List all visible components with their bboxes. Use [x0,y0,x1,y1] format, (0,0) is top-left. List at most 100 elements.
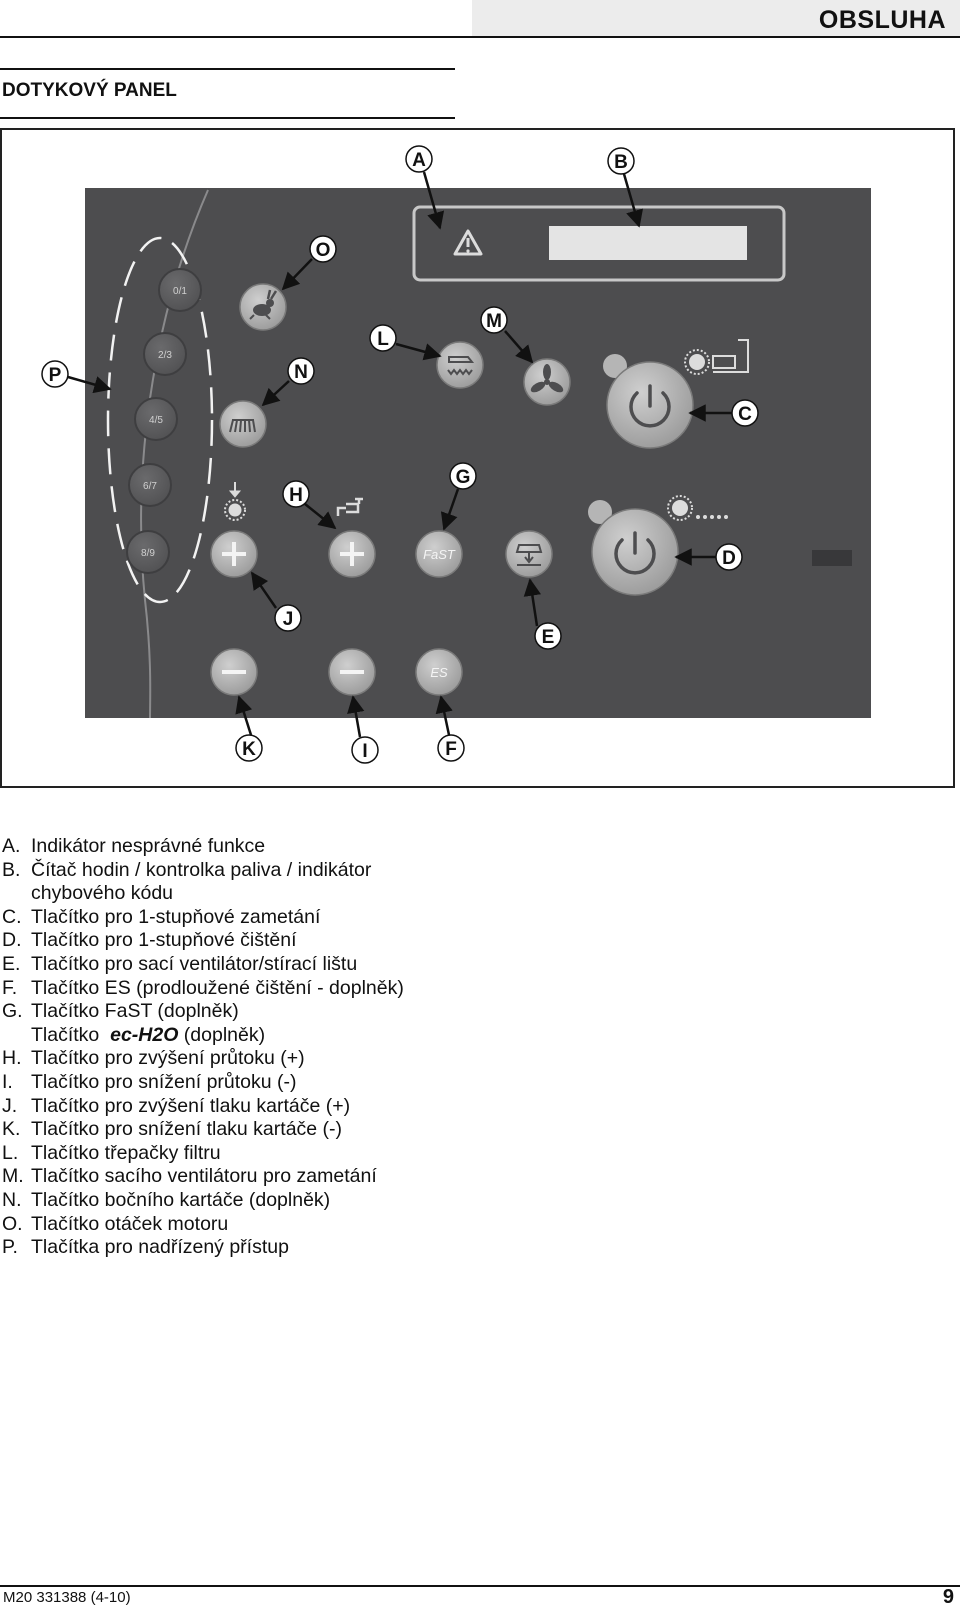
legend-item-f: F.Tlačítko ES (prodloužené čištění - dop… [2,976,404,999]
control-panel-diagram: 0/1 2/3 4/5 6/7 8/9 [41,145,852,764]
rabbit-icon [249,289,278,320]
filter-shaker-button[interactable] [436,341,484,389]
callout-g: G [449,462,477,490]
callout-d-label: D [722,548,736,569]
water-tap-icon [336,497,363,516]
brush-pressure-decrease-button[interactable] [210,648,258,696]
speed-button-4-5[interactable]: 4/5 [134,397,178,441]
callout-b-label: B [614,152,628,173]
one-step-sweep-button[interactable] [603,339,749,449]
speed-button-0-1[interactable]: 0/1 [158,268,202,312]
legend-item-p: P.Tlačítka pro nadřízený přístup [2,1236,289,1259]
flow-decrease-button[interactable] [328,648,376,696]
speed-button-2-3[interactable]: 2/3 [143,332,187,376]
callout-e-label: E [542,627,555,648]
control-panel-photo [85,188,871,718]
legend-item-b: B.Čítač hodin / kontrolka paliva / indik… [2,858,372,881]
display-window [412,205,786,282]
footer-rule [0,1585,960,1587]
callout-d: D [715,543,743,571]
one-step-scrub-button[interactable] [588,495,728,596]
callout-n-label: N [294,362,308,383]
page-number: 9 [942,1586,954,1608]
callout-g-label: G [456,467,471,488]
brush-pressure-increase-button[interactable] [210,530,258,578]
callout-i: I [351,736,379,764]
callout-l: L [369,324,397,352]
legend-item-d: D.Tlačítko pro 1-stupňové čištění [2,929,297,952]
header-bar [472,0,960,36]
callout-a-label: A [412,150,426,171]
callout-k-label: K [242,739,256,760]
es-button[interactable]: ES [415,648,463,696]
speed-label-2-3: 2/3 [158,350,172,361]
legend-item-e: E.Tlačítko pro sací ventilátor/stírací l… [2,952,358,975]
speed-button-6-7[interactable]: 6/7 [128,463,172,507]
flow-increase-button[interactable] [328,530,376,578]
brush-pressure-icon [224,482,246,521]
es-label: ES [430,665,448,680]
legend-item-c: C.Tlačítko pro 1-stupňové zametání [2,905,321,928]
leader-arrows [67,171,732,738]
speed-label-0-1: 0/1 [173,286,187,297]
figure-frame [0,128,955,788]
callout-p-label: P [49,365,62,386]
fan-icon [530,364,564,393]
legend-item-a: A.Indikátor nesprávné funkce [2,835,266,857]
callout-c: C [731,399,759,427]
legend-item-h: H.Tlačítko pro zvýšení průtoku (+) [2,1047,305,1070]
section-rule-top [0,68,455,70]
plus-icon [222,542,246,566]
callout-n: N [287,357,315,385]
legend-item-n: N.Tlačítko bočního kartáče (doplněk) [2,1188,331,1211]
legend-item-j: J.Tlačítko pro zvýšení tlaku kartáče (+) [2,1094,351,1117]
callout-f: F [437,734,465,762]
speed-label-8-9: 8/9 [141,548,155,559]
callout-f-label: F [445,739,457,760]
fast-button[interactable]: FaST [415,530,463,578]
header-rule [0,36,960,38]
callout-m-label: M [486,311,502,332]
filter-shaker-icon [447,356,475,376]
power-icon-scrub [614,531,656,575]
speed-label-4-5: 4/5 [149,415,163,426]
section-rule-bottom [0,117,455,119]
footer-doc-number: M20 331388 (4-10) [3,1589,131,1606]
legend-item-m: M.Tlačítko sacího ventilátoru pro zametá… [2,1165,377,1188]
legend-item-b-cont: chybového kódu [31,882,174,905]
scrub-icon [667,495,728,521]
callout-p: P [41,360,69,388]
legend-item-l: L.Tlačítko třepačky filtru [2,1141,221,1164]
sweep-brush-icon [684,339,749,375]
plus-icon-flow [340,542,364,566]
hour-meter-display [549,226,747,260]
legend-list: A.Indikátor nesprávné funkce B.Čítač hod… [2,835,702,1260]
sweep-vacuum-fan-button[interactable] [523,358,571,406]
status-led [812,550,852,566]
fast-label: FaST [423,547,456,562]
engine-speed-button[interactable] [239,283,287,331]
callout-j: J [274,604,302,632]
callout-j-label: J [283,609,294,630]
vacuum-squeegee-button[interactable] [505,530,553,578]
callout-e: E [534,622,562,650]
callout-b: B [607,147,635,175]
legend-item-o: O.Tlačítko otáček motoru [2,1212,229,1235]
legend-item-g: G.Tlačítko FaST (doplněk) [2,1000,239,1023]
callout-a: A [405,145,433,173]
callout-c-label: C [738,404,752,425]
warning-triangle-icon [453,229,483,256]
page-header-title: OBSLUHA [818,6,946,34]
squeegee-icon [515,544,543,566]
side-brush-icon [229,419,256,433]
speed-button-8-9[interactable]: 8/9 [126,530,170,574]
callout-m: M [480,306,508,334]
callout-h-label: H [289,485,303,506]
legend-item-i: I.Tlačítko pro snížení průtoku (-) [2,1070,297,1093]
side-brush-button[interactable] [219,400,267,448]
callout-h: H [282,480,310,508]
callout-i-label: I [362,741,367,762]
callout-k: K [235,734,263,762]
power-icon [629,384,671,428]
master-access-group-outline [106,236,214,604]
